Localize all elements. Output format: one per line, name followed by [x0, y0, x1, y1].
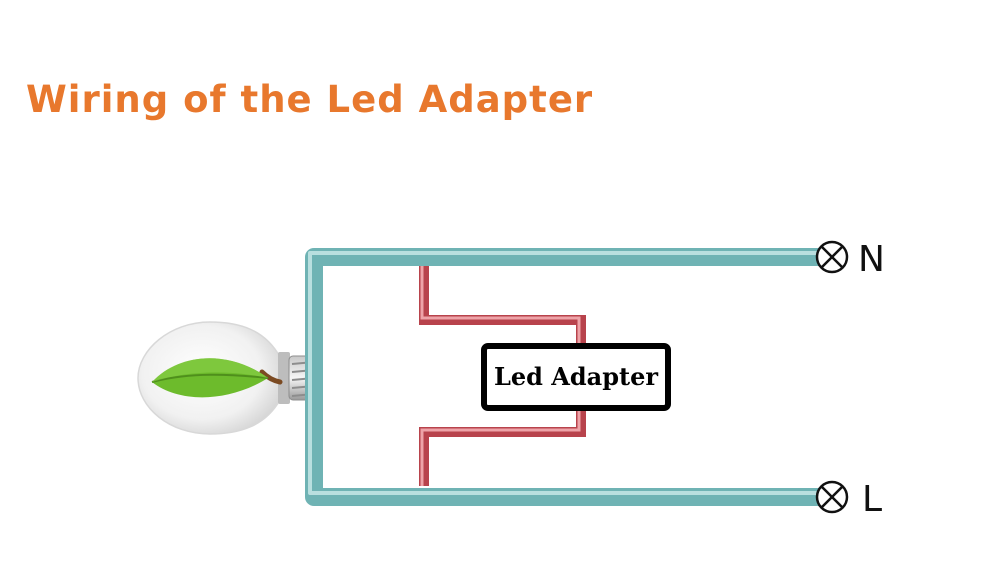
led-adapter-label: Led Adapter: [494, 362, 658, 391]
diagram-title: Wiring of the Led Adapter: [26, 78, 594, 121]
adapter-wire-top: [419, 266, 586, 346]
light-bulb-icon: [137, 321, 323, 435]
leaf-icon: [151, 358, 269, 398]
terminal-n: N: [815, 239, 885, 280]
neutral-wire: [305, 248, 820, 506]
terminal-cross-icon: [815, 240, 849, 274]
terminal-n-label: N: [858, 239, 885, 280]
adapter-wire-bottom: [419, 410, 586, 486]
terminal-l: L: [815, 479, 882, 520]
led-adapter-box: Led Adapter: [481, 343, 671, 411]
terminal-l-label: L: [862, 479, 882, 520]
terminal-cross-icon: [815, 480, 849, 514]
